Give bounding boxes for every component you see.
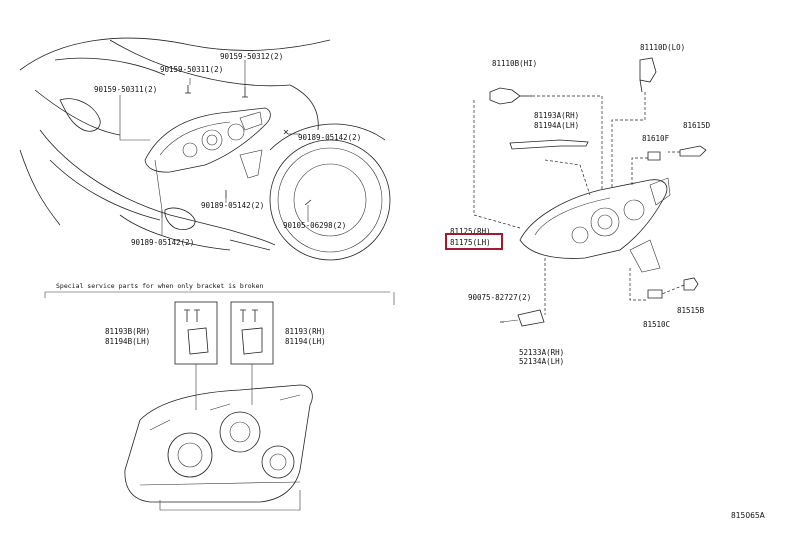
label-81193A: 81193A(RH): [534, 111, 579, 120]
label-81610F: 81610F: [642, 134, 670, 143]
label-90189-05142-mid: 90189-05142(2): [201, 201, 264, 210]
figure-code: 815065A: [731, 511, 766, 520]
special-service-note: Special service parts for when only brac…: [56, 282, 263, 290]
label-90159-50312: 90159-50312(2): [220, 52, 283, 61]
label-81193: 81193(RH): [285, 327, 326, 336]
label-81175[interactable]: 81175(LH): [450, 238, 491, 247]
label-81515B: 81515B: [677, 306, 705, 315]
label-81110D: 81110D(LO): [640, 43, 685, 52]
label-90075-82727: 90075-82727(2): [468, 293, 531, 302]
label-81615D: 81615D: [683, 121, 711, 130]
label-90189-05142-right: 90189-05142(2): [298, 133, 361, 142]
label-81193B: 81193B(RH): [105, 327, 150, 336]
label-52133A: 52133A(RH): [519, 348, 564, 357]
vehicle-front-view: [19, 37, 391, 261]
label-81125: 81125(RH): [450, 227, 491, 236]
label-81194B: 81194B(LH): [105, 337, 150, 346]
highlight-81175[interactable]: [445, 233, 503, 250]
label-81510C: 81510C: [643, 320, 670, 329]
label-81194: 81194(LH): [285, 337, 326, 346]
label-90159-50311-top: 90159-50311(2): [160, 65, 223, 74]
label-81110B: 81110B(HI): [492, 59, 537, 68]
label-52134A: 52134A(LH): [519, 357, 564, 366]
headlamp-exploded-view: [473, 57, 707, 327]
label-90159-50311-left: 90159-50311(2): [94, 85, 157, 94]
special-service-section: [44, 291, 395, 511]
label-90105-06298: 90105-06298(2): [283, 221, 346, 230]
label-81194A: 81194A(LH): [534, 121, 579, 130]
label-90189-05142-bottom: 90189-05142(2): [131, 238, 194, 247]
